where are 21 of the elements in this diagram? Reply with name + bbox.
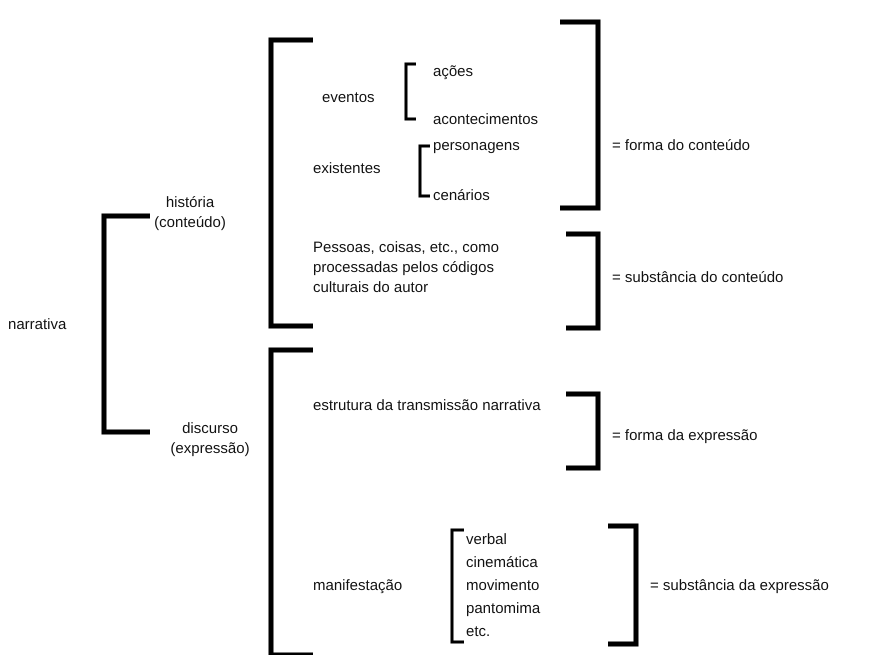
list-item: pantomima (466, 599, 542, 619)
term-label: narrativa (8, 315, 68, 335)
description-text: estrutura da transmissão narrativa (313, 396, 542, 416)
term-label: eventos (322, 88, 376, 108)
term-label: história (conteúdo) (153, 193, 227, 233)
term-label: discurso (expressão) (169, 419, 251, 459)
list-item: movimento (466, 576, 540, 596)
equivalence-label: = forma do conteúdo (612, 136, 752, 156)
term-label: manifestação (313, 576, 404, 596)
term-label: ações (433, 62, 474, 82)
list-item: etc. (466, 622, 492, 642)
list-item: verbal (466, 530, 508, 550)
term-label: personagens (433, 136, 521, 156)
equivalence-label: = forma da expressão (612, 426, 758, 446)
description-text: Pessoas, coisas, etc., como processadas pelos códigos culturais do autor (313, 238, 500, 298)
list-item: cinemática (466, 553, 539, 573)
equivalence-label: = substância do conteúdo (612, 268, 784, 288)
term-label: existentes (313, 159, 382, 179)
term-label: cenários (433, 186, 491, 206)
term-label: acontecimentos (433, 110, 540, 130)
equivalence-label: = substância da expressão (650, 576, 830, 596)
